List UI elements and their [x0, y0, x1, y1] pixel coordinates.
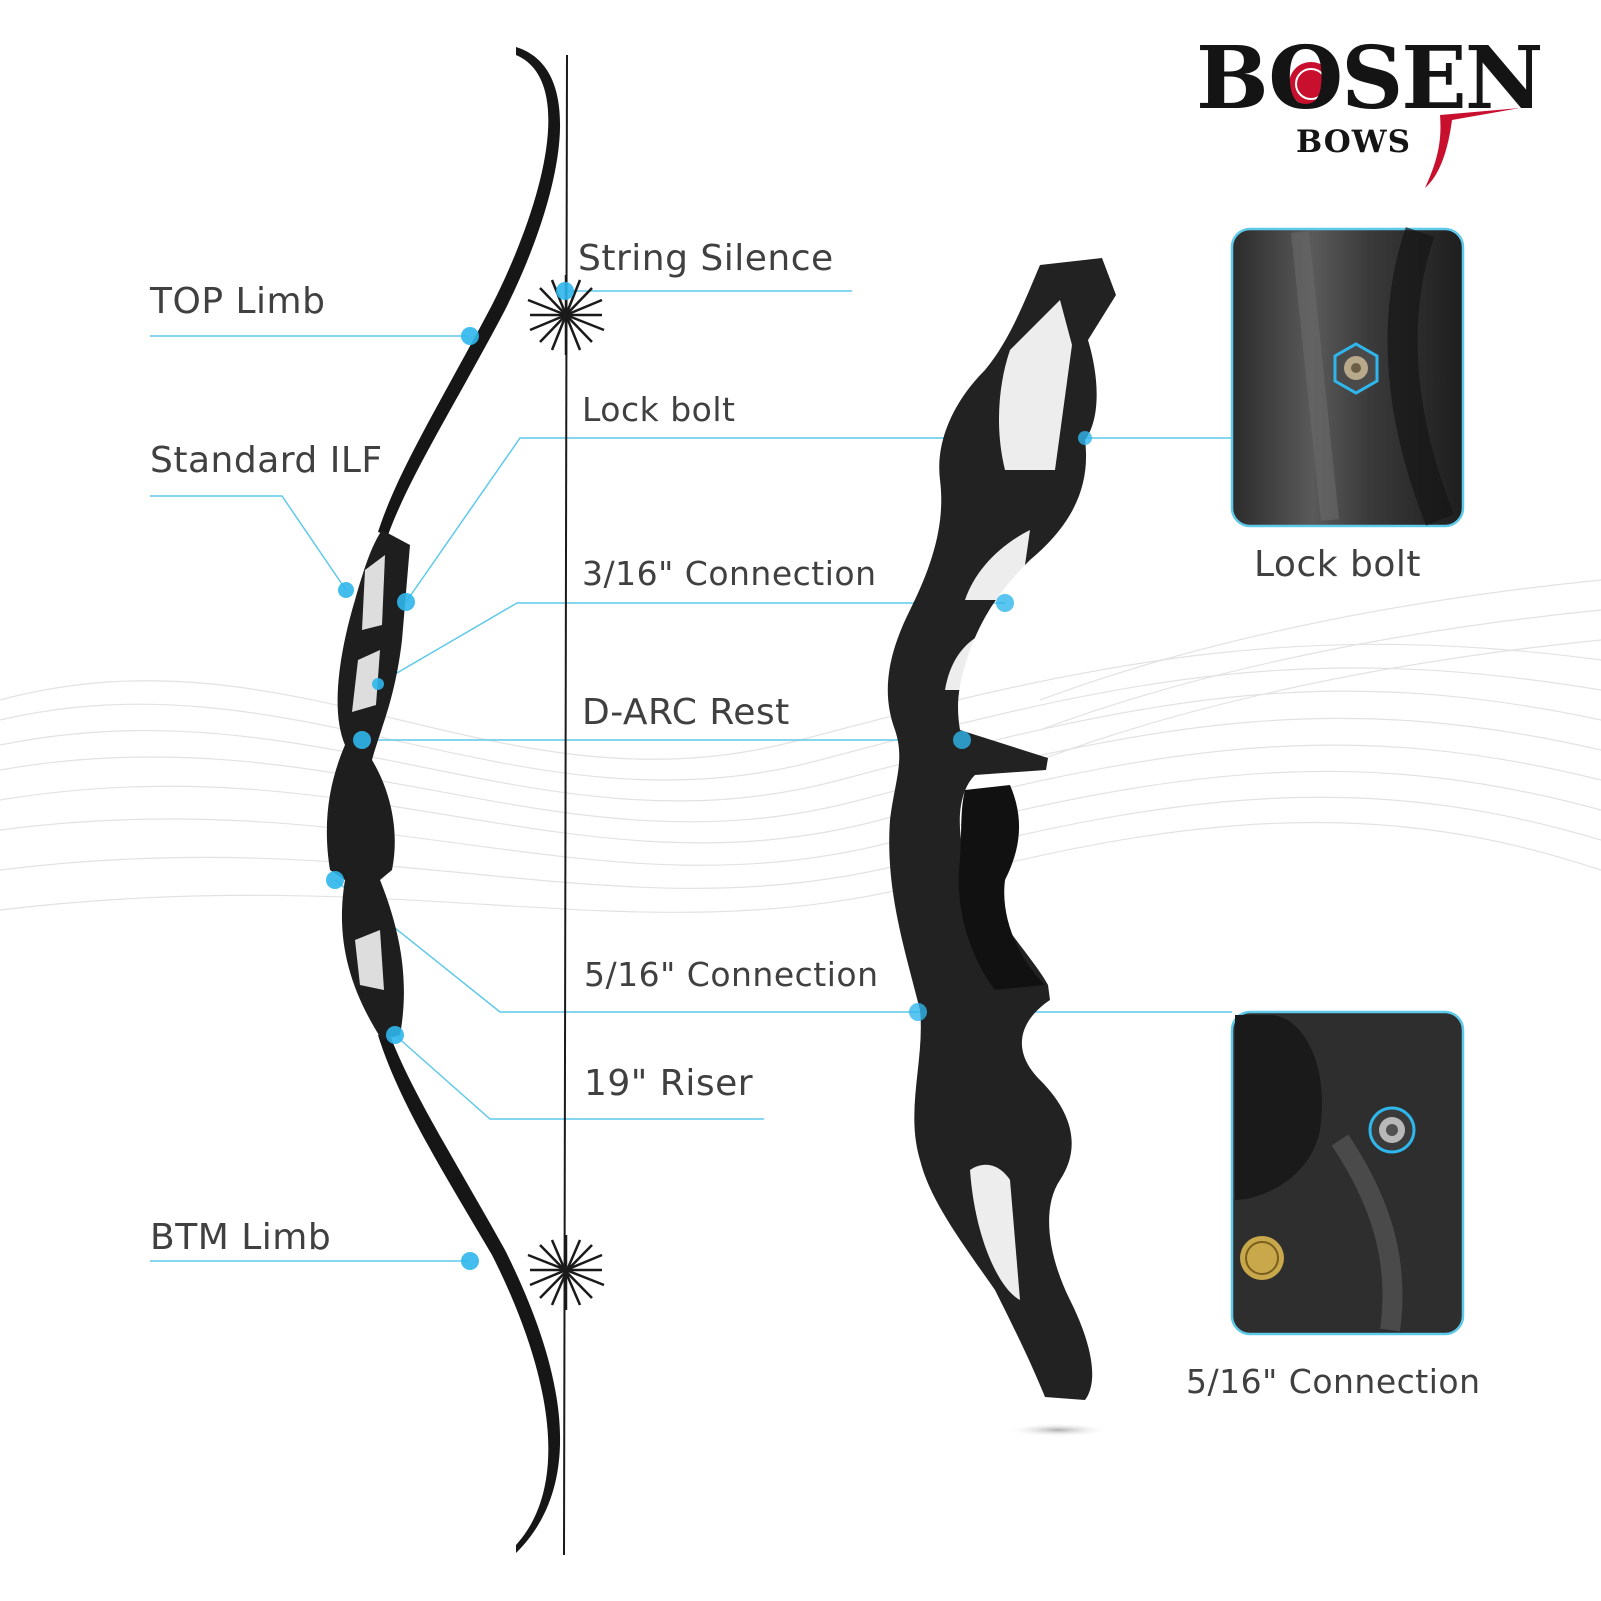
- assembled-bow: [326, 47, 561, 1553]
- riser-closeup: [887, 258, 1116, 1437]
- label-3-16-connection: 3/16" Connection: [582, 554, 877, 593]
- string-silencer-bottom: [527, 1235, 605, 1310]
- label-d-arc-rest: D-ARC Rest: [582, 692, 790, 733]
- riser-closeup-window-mid: [965, 530, 1030, 600]
- label-btm-limb: BTM Limb: [150, 1217, 332, 1258]
- riser-window-1: [362, 555, 385, 630]
- caption-lock-bolt-inset: Lock bolt: [1254, 544, 1422, 585]
- lock-bolt-inset: [1230, 227, 1465, 528]
- riser-closeup-grip: [958, 785, 1045, 990]
- callout-dots: [326, 282, 1092, 1270]
- connection-inset: [1230, 1010, 1465, 1336]
- brand-logo-sub: BOWS: [1296, 124, 1411, 160]
- top-limb: [378, 47, 561, 535]
- riser-silhouette: [326, 530, 410, 1040]
- background-waves: [0, 579, 1601, 913]
- label-5-16-connection: 5/16" Connection: [584, 955, 879, 994]
- label-string-silence: String Silence: [578, 238, 834, 279]
- caption-connection-inset: 5/16" Connection: [1186, 1362, 1481, 1401]
- label-top-limb: TOP Limb: [150, 281, 326, 322]
- label-lock-bolt: Lock bolt: [582, 390, 736, 429]
- riser-closeup-window-low: [945, 630, 990, 690]
- bottom-limb: [378, 1030, 561, 1553]
- label-19-riser: 19" Riser: [584, 1063, 754, 1104]
- riser-window-3: [355, 930, 384, 990]
- riser-closeup-window-btm: [970, 1164, 1020, 1300]
- logo-mark: [1289, 62, 1520, 188]
- brand-logo: BOSEN: [1196, 28, 1543, 129]
- line-lock-bolt: [405, 437, 952, 603]
- riser-closeup-body: [887, 258, 1116, 1400]
- riser-closeup-window-top: [998, 300, 1072, 470]
- riser-window-2: [352, 650, 380, 712]
- line-standard-ilf: [150, 495, 347, 591]
- line-3-16: [377, 602, 1005, 685]
- label-standard-ilf: Standard ILF: [150, 440, 383, 481]
- line-riser: [394, 1034, 764, 1120]
